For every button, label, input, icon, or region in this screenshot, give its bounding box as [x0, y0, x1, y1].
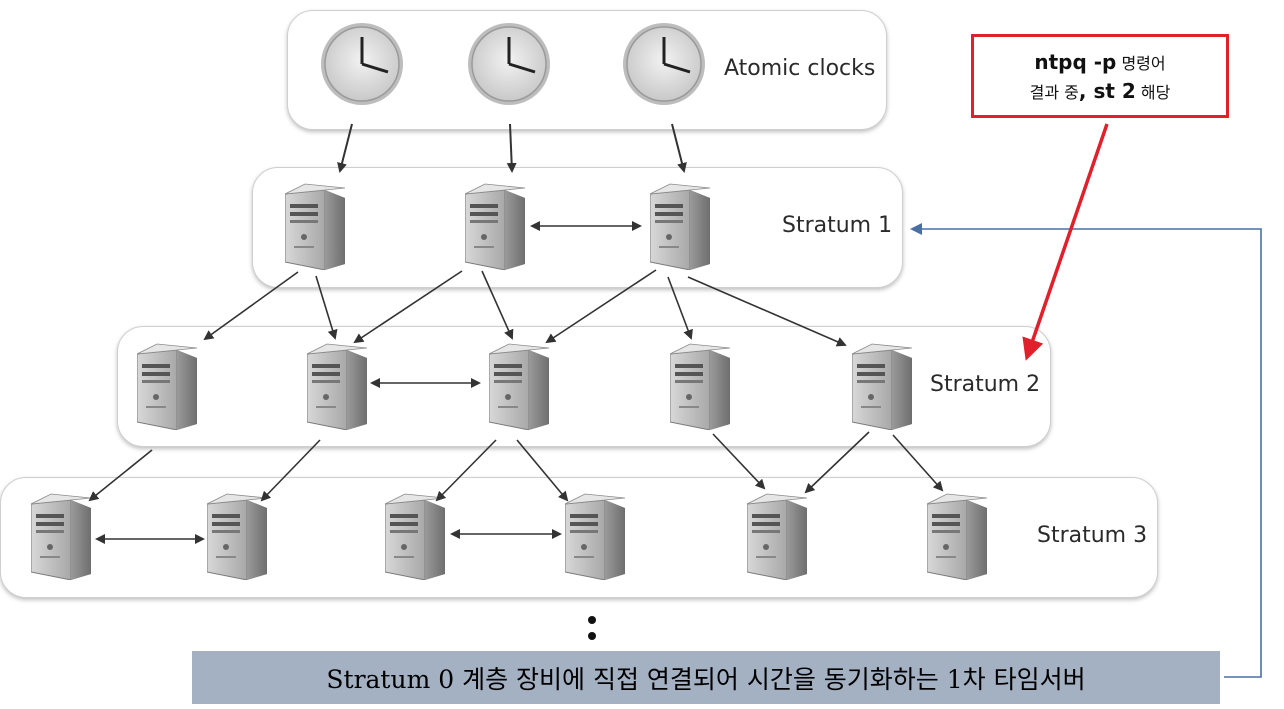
server-icon: [489, 343, 550, 430]
arrow: [671, 123, 687, 173]
server-icon: [565, 493, 626, 580]
stratum-1-label: Stratum 1: [782, 213, 893, 238]
stratum-2-label: Stratum 2: [930, 372, 1041, 397]
callout-command: ntpq -p: [1034, 50, 1117, 74]
server-icon: [670, 343, 731, 430]
atomic-clocks-label: Atomic clocks: [724, 56, 876, 81]
server-icon: [137, 343, 198, 430]
arrow: [712, 433, 766, 490]
stratum-3-label: Stratum 3: [1037, 523, 1148, 548]
arrow: [435, 439, 497, 502]
server-icon: [747, 493, 808, 580]
arrow: [667, 276, 693, 340]
callout-suffix: 해당: [1135, 83, 1171, 102]
clock-icon: [321, 23, 403, 105]
feedback-arrow: [910, 223, 1262, 678]
callout-stratum-value: , st 2: [1078, 79, 1136, 103]
callout-line-2: 결과 중, st 2 해당: [974, 79, 1226, 103]
continuation-dots: [584, 610, 600, 644]
arrow: [516, 439, 569, 502]
arrow: [687, 276, 847, 347]
callout-box: ntpq -p 명령어 결과 중, st 2 해당: [971, 34, 1229, 118]
server-icon: [207, 493, 268, 580]
server-icon: [852, 343, 913, 430]
arrow: [481, 270, 514, 340]
server-icon: [31, 493, 92, 580]
server-icon: [385, 493, 446, 580]
arrow: [804, 431, 870, 494]
server-icon: [927, 493, 988, 580]
server-icon: [307, 343, 368, 430]
callout-prefix: 결과 중: [1029, 83, 1079, 102]
server-icon: [285, 183, 346, 270]
arrow: [315, 275, 338, 340]
arrow: [506, 123, 517, 173]
arrow: [892, 434, 944, 492]
callout-arrow: [1022, 123, 1109, 361]
arrow: [260, 439, 321, 502]
clock-icon: [468, 23, 550, 105]
server-icon: [650, 183, 711, 270]
arrow: [353, 270, 463, 344]
arrow: [337, 123, 353, 173]
caption-bar: Stratum 0 계층 장비에 직접 연결되어 시간을 동기화하는 1차 타임…: [192, 651, 1220, 704]
arrow: [203, 271, 299, 341]
server-icon: [465, 183, 526, 270]
callout-command-suffix: 명령어: [1116, 54, 1166, 73]
callout-line-1: ntpq -p 명령어: [974, 50, 1226, 74]
arrow: [545, 269, 657, 344]
clock-icon: [623, 23, 705, 105]
arrow: [88, 449, 153, 502]
